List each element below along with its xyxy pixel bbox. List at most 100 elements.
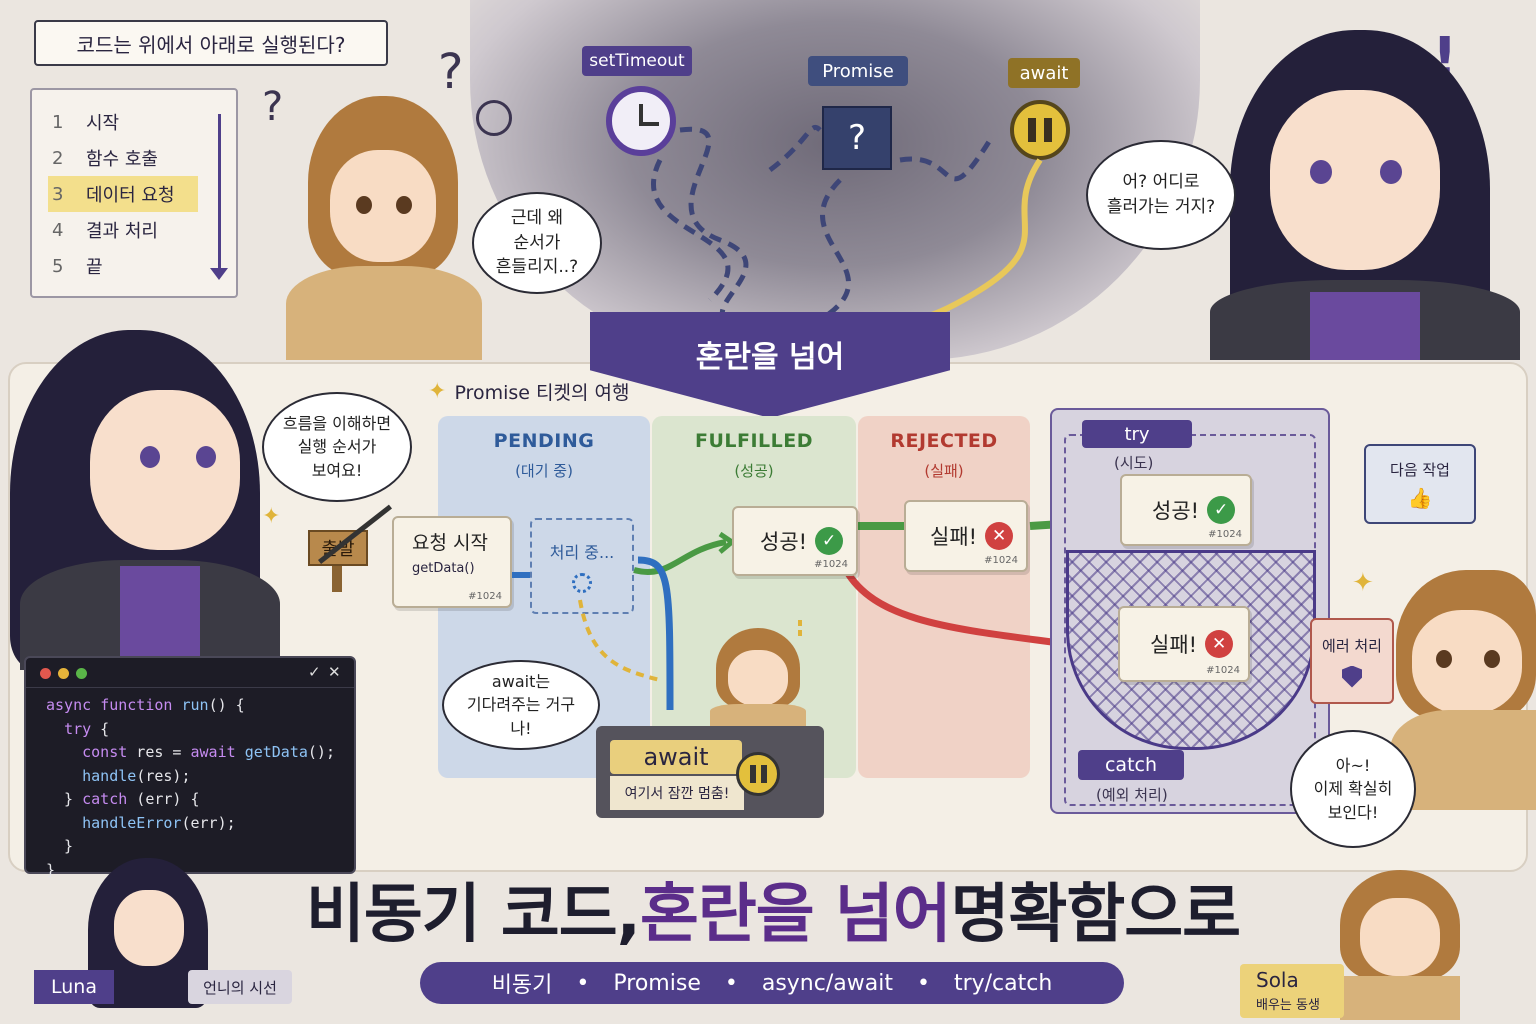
step-item: 4 결과 처리 <box>52 212 236 248</box>
try-tag: try <box>1082 420 1192 448</box>
code-window-titlebar: ✓ ✕ <box>26 658 354 688</box>
down-arrow-icon <box>218 114 221 274</box>
step-label: 끝 <box>86 257 103 278</box>
await-tag: await <box>1008 58 1080 88</box>
shield-icon <box>1342 665 1362 688</box>
luna-explain-character <box>0 330 300 670</box>
code-line: const res = await getData(); <box>82 743 335 761</box>
maximize-dot-icon <box>76 668 87 679</box>
luna-explain-bubble: 흐름을 이해하면 실행 순서가 보여요! <box>262 392 412 502</box>
headline-part2: 혼란을 넘어 <box>639 878 952 952</box>
code-line: } <box>46 837 74 855</box>
code-line: } catch (err) { <box>46 790 200 808</box>
sola-small-character <box>710 628 806 728</box>
close-dot-icon <box>40 668 51 679</box>
pause-icon <box>1010 100 1070 160</box>
promise-tag: Promise <box>808 56 908 86</box>
code-line: async function run() { <box>46 696 245 714</box>
await-box: await 여기서 잠깐 멈춤! <box>596 726 824 818</box>
start-sign-post <box>332 566 342 592</box>
catch-sub: (예외 처리) <box>1096 786 1168 804</box>
keyword-separator: • <box>916 970 930 996</box>
connector-line <box>512 572 530 578</box>
request-ticket: 요청 시작 getData() #1024 <box>392 516 512 608</box>
step-number: 3 <box>52 183 64 205</box>
x-icon: ✕ <box>1205 630 1234 658</box>
await-sub-label: 여기서 잠깐 멈춤! <box>610 776 744 810</box>
next-task-box: 다음 작업 👍 <box>1364 444 1476 524</box>
keyword-separator: • <box>724 970 738 996</box>
try-sub: (시도) <box>1114 454 1154 472</box>
question-mark-icon: ? <box>438 44 464 100</box>
check-icon[interactable]: ✓ <box>308 663 321 681</box>
sola-happy-character <box>1390 560 1536 810</box>
code-line: try { <box>64 719 110 738</box>
sparkle-icon: ✦ <box>1352 568 1374 598</box>
chaos-banner-text: 혼란을 넘어 <box>695 340 845 375</box>
error-handling-box: 에러 처리 <box>1310 618 1394 704</box>
keyword-separator: • <box>576 970 590 996</box>
check-icon: ✓ <box>815 527 844 555</box>
settimeout-tag: setTimeout <box>582 46 692 76</box>
close-icon[interactable]: ✕ <box>328 663 341 681</box>
step-item: 3 데이터 요청 <box>48 176 198 212</box>
chaos-flow-lines <box>651 124 1043 333</box>
journey-title: ✦ Promise 티켓의 여행 <box>428 379 630 404</box>
spinner-icon <box>572 573 592 593</box>
sola-portrait <box>1340 870 1460 1020</box>
step-number: 1 <box>52 111 64 133</box>
x-icon: ✕ <box>985 522 1014 550</box>
code-line: handle(res); <box>82 766 191 785</box>
sola-confused-bubble: 근데 왜 순서가 흔들리지..? <box>472 192 602 294</box>
catch-fail-ticket: 실패! ✕ #1024 <box>1118 606 1250 682</box>
luna-role-tag: 언니의 시선 <box>188 970 292 1004</box>
code-line: } <box>46 860 56 879</box>
step-label: 데이터 요청 <box>86 185 175 206</box>
step-label: 결과 처리 <box>86 221 158 242</box>
step-label: 함수 호출 <box>86 149 158 170</box>
keyword-item: try/catch <box>953 970 1053 996</box>
keyword-item: Promise <box>613 970 701 996</box>
down-arrow-head-icon <box>210 268 228 280</box>
await-pause-icon <box>736 752 780 796</box>
sola-confused-character <box>286 96 482 360</box>
await-note-bubble: await는 기다려주는 거구나! <box>442 660 600 750</box>
headline-part1: 비동기 코드, <box>305 878 641 952</box>
question-text: 코드는 위에서 아래로 실행된다? <box>76 32 346 57</box>
keyword-item: async/await <box>761 970 893 996</box>
question-box: 코드는 위에서 아래로 실행된다? <box>34 20 388 66</box>
fail-ticket: 실패! ✕ #1024 <box>904 500 1028 572</box>
keyword-item: 비동기 <box>491 973 553 998</box>
sola-happy-bubble: 아~! 이제 확실히 보인다! <box>1290 730 1416 848</box>
sola-name-tag: Sola 배우는 동생 <box>1240 964 1344 1018</box>
sparkle-icon: ✦ <box>428 379 447 404</box>
step-number: 2 <box>52 147 64 169</box>
luna-surprised-bubble: 어? 어디로 흘러가는 거지? <box>1086 140 1236 250</box>
minimize-dot-icon <box>58 668 69 679</box>
step-number: 5 <box>52 255 64 277</box>
try-success-ticket: 성공! ✓ #1024 <box>1120 474 1252 546</box>
step-item: 2 함수 호출 <box>52 140 236 176</box>
code-body: async function run() { try { const res =… <box>46 694 335 882</box>
code-line: handleError(err); <box>82 813 236 832</box>
headline: 비동기 코드, 혼란을 넘어 명확함으로 <box>228 864 1318 954</box>
swirl-icon <box>476 100 512 136</box>
step-number: 4 <box>52 219 64 241</box>
luna-name-tag: Luna <box>34 970 114 1004</box>
gift-box-icon: ? <box>822 106 892 170</box>
check-icon: ✓ <box>1207 496 1236 524</box>
success-ticket: 성공! ✓ #1024 <box>732 506 858 576</box>
await-label: await <box>610 740 742 774</box>
stopwatch-icon <box>606 86 676 156</box>
question-mark-icon: ? <box>262 84 284 130</box>
thumbs-up-icon: 👍 <box>1407 485 1433 510</box>
keyword-bar: 비동기 • Promise • async/await • try/catch <box>420 962 1124 1004</box>
rejected-column: REJECTED (실패) <box>858 416 1030 778</box>
code-window: ✓ ✕ async function run() { try { const r… <box>24 656 356 879</box>
catch-tag: catch <box>1078 750 1184 780</box>
sparkle-icon: ✦ <box>262 504 281 529</box>
